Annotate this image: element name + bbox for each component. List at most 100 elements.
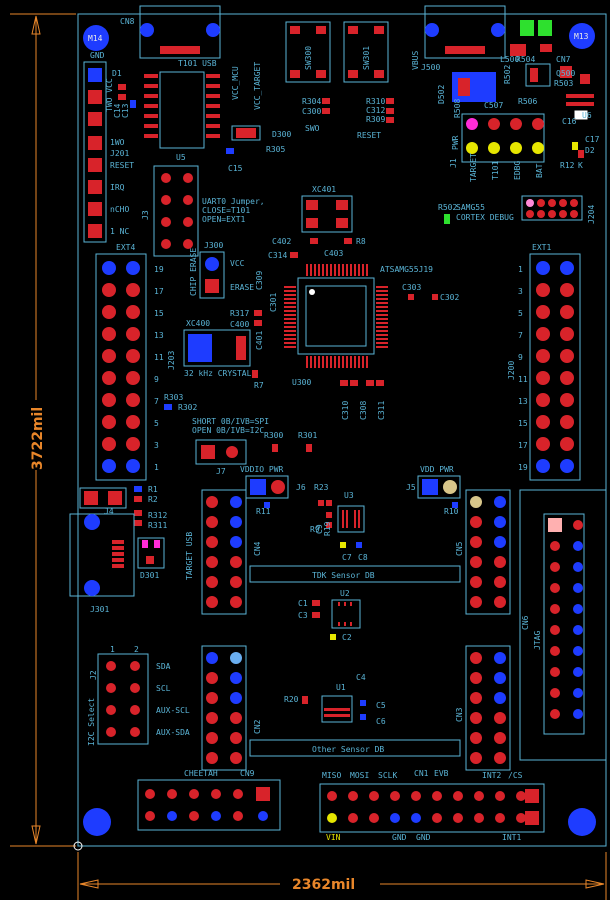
pin-number: 17 [518,441,528,450]
sensor-pin [494,516,506,528]
label-target-usb: TARGET USB [185,532,194,580]
mcu-pin [376,322,388,324]
sensor-pin [470,536,482,548]
label-c1: C1 [298,599,308,608]
chip-u1: U1 C4 C5 C6 R20 [284,673,386,726]
mcu-pin [354,356,356,368]
label-c402: C402 [272,237,291,246]
header-pin [560,261,574,275]
label-c2: C2 [342,633,352,642]
label-j5: J5 [406,483,416,492]
label-open-i2c: OPEN 0B/IVB=I2C [192,426,264,435]
label-cheetah: CHEETAH [184,769,218,778]
mcu-pin [284,326,296,328]
mcu-pin [376,342,388,344]
mcu-pin [284,342,296,344]
sensor-pin [470,672,482,684]
label-c4: C4 [356,673,366,682]
label-uart-close: CLOSE=T101 [202,206,250,215]
label-c311: C311 [377,401,386,420]
label-l500: L500 [500,55,519,64]
label-r317: R317 [230,309,249,318]
jtag-pin [550,625,560,635]
label-c309: C309 [255,271,264,290]
label-pin-ncho: nCHO [110,205,129,214]
jtag-pin [550,562,560,572]
label-pin-1wo: 1WO [110,138,125,147]
mcu-pin [342,264,344,276]
label-c8: C8 [358,553,368,562]
pin-number: 7 [518,331,523,340]
mcu-pin [334,264,336,276]
label-i2c-1: 1 [110,645,115,654]
mcu-pin [284,314,296,316]
header-pin [102,327,116,341]
label-xc400: XC400 [186,319,210,328]
mcu-pin [376,290,388,292]
label-c14: C14 [113,103,122,118]
label-cn4: CN4 [253,541,262,556]
sensor-pin [494,752,506,764]
sensor-pin [494,496,506,508]
label-cn3: CN3 [455,707,464,722]
label-vcc-mcu: VCC_MCU [231,66,240,100]
mcu-pin [376,318,388,320]
header-pin [102,261,116,275]
pin-number: 9 [154,375,159,384]
jtag-pin [550,583,560,593]
sensor-pin [206,712,218,724]
evb-pin [411,813,421,823]
label-u5: U5 [176,153,186,162]
evb-pin-1 [525,789,539,803]
label-r301: R301 [298,431,317,440]
mcu-pin [376,346,388,348]
sensor-pin [494,712,506,724]
mcu-pin [322,356,324,368]
mcu-pin [326,356,328,368]
capacitor-row-c310: C310 C308 C311 [340,380,386,420]
mcu-pin [330,356,332,368]
label-r10: R10 [444,507,459,516]
mcu-pin [376,298,388,300]
pin-number: 5 [518,309,523,318]
label-vbus: VBUS [411,51,420,70]
jumper-j5: J5 [406,475,461,499]
label-c301: C301 [269,293,278,312]
evb-pin [390,813,400,823]
label-cn7: CN7 [556,55,571,64]
mcu-pin [284,290,296,292]
evb-pin [474,791,484,801]
pin-number: 15 [154,309,164,318]
evb-pin [327,791,337,801]
mcu-pin [284,346,296,348]
header-j201 [83,61,107,243]
header-pin [126,305,140,319]
header-pin [560,305,574,319]
mount-hole-bl [83,808,111,836]
jtag-pin [573,667,583,677]
evb-pin [516,813,526,823]
header-pin [102,459,116,473]
mcu-pin [284,294,296,296]
label-r303: R303 [164,393,183,402]
sensor-pin [230,516,242,528]
label-cn2: CN2 [253,719,262,734]
header-pin [536,371,550,385]
mcu-pin [376,314,388,316]
label-u3: U3 [344,491,354,500]
crystal-xc401: XC401 [301,185,353,233]
label-vcc: VCC [230,259,245,268]
mcu-pin [284,330,296,332]
label-r9: R9 [310,525,320,534]
header-pin [126,261,140,275]
label-tdk-sensor: TDK Sensor DB [312,571,375,580]
sensor-pin [494,652,506,664]
sensor-pin [494,732,506,744]
pin-number: 7 [154,397,159,406]
label-vcc-target: VCC_TARGET [253,62,262,110]
sensor-pin [206,652,218,664]
label-vdd-pwr: VDD PWR [420,465,454,474]
label-r502-debug: R502 [438,203,457,212]
sensor-pin [470,752,482,764]
